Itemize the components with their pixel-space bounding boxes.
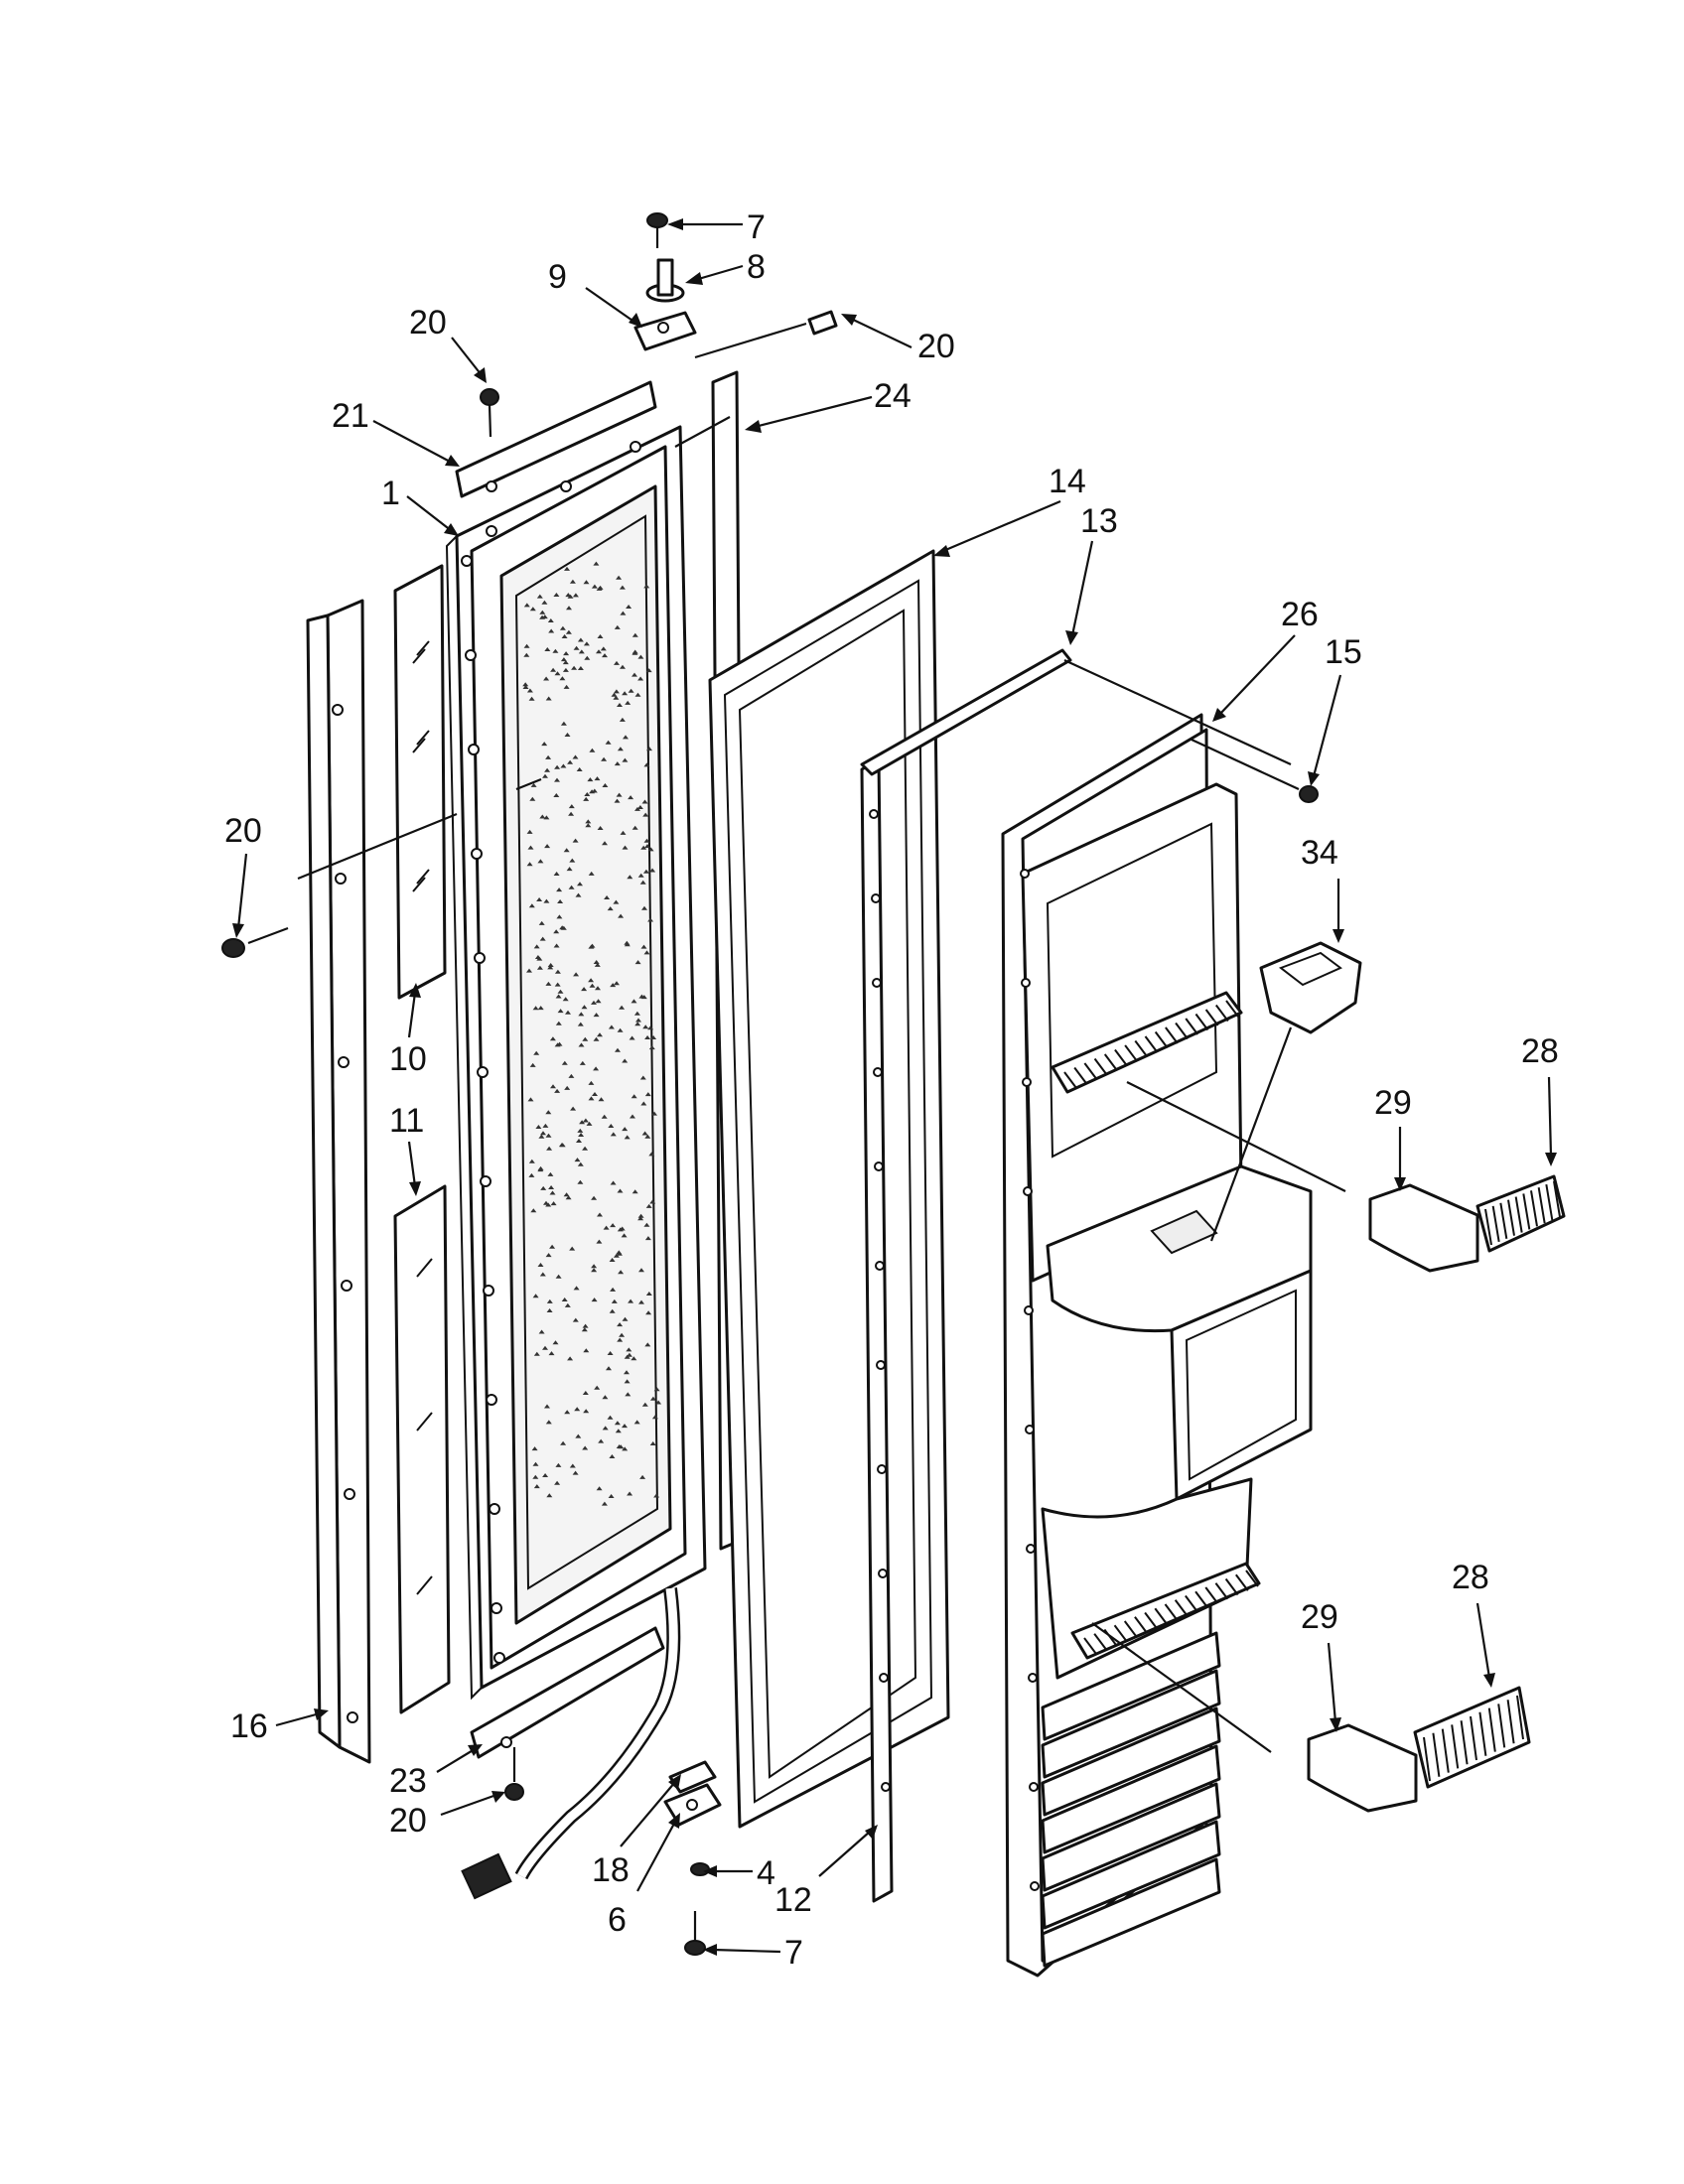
svg-text:16: 16 [230,1707,268,1745]
callout-20-top: 20 [409,304,487,383]
part-4-washer [690,1862,710,1876]
svg-text:12: 12 [774,1881,812,1919]
part-20-screw-bottom [504,1747,524,1801]
svg-text:6: 6 [608,1901,627,1939]
part-20-screw-right [694,310,838,359]
part-11-glass-panel [393,1184,451,1714]
svg-text:13: 13 [1080,502,1118,540]
svg-text:7: 7 [784,1934,803,1972]
svg-text:23: 23 [389,1762,427,1800]
callout-12: 12 [774,1825,878,1919]
part-29-bin-lower [1091,1622,1418,1813]
callout-16: 16 [230,1707,329,1745]
svg-text:24: 24 [874,377,912,415]
callout-21: 21 [332,397,460,467]
rail-ribs-lower [1423,1695,1524,1782]
svg-text:9: 9 [548,258,567,296]
part-1-door-frame [445,425,707,1701]
part-7-bottom-screw [684,1911,706,1956]
callout-26: 26 [1212,596,1319,722]
liner-bottom-panels [1041,1631,1221,1968]
svg-text:4: 4 [757,1854,775,1892]
callout-7-bottom: 7 [703,1934,803,1972]
insulation-texture [522,561,662,1506]
callout-11: 11 [389,1102,424,1196]
part-16-side-panel [306,599,371,1764]
part-20-screw-left [221,926,289,958]
callout-6: 6 [608,1813,680,1939]
part-21-top-trim [455,380,657,498]
callout-8: 8 [685,248,766,286]
callout-1: 1 [381,475,459,536]
callout-20-right: 20 [841,314,955,365]
upper-shelf-ribs [1063,1000,1239,1089]
callout-14: 14 [933,463,1086,557]
callout-29-lower: 29 [1301,1598,1341,1732]
part-13-liner-top [860,648,1072,776]
callout-29-upper: 29 [1374,1084,1412,1191]
part-34-dispenser-cup [1209,941,1362,1242]
svg-text:11: 11 [389,1102,424,1140]
svg-text:1: 1 [381,475,400,512]
part-28-bin-rail-lower [1413,1686,1531,1789]
leader-1-mid [515,777,542,791]
part-9-hinge-bracket [633,311,697,351]
part-7-top-screw [646,212,668,248]
leader-24 [674,416,731,448]
svg-text:29: 29 [1301,1598,1338,1636]
callout-9: 9 [548,258,642,328]
part-29-bin-upper [1126,1081,1479,1273]
callout-20-left: 20 [224,812,262,938]
svg-text:20: 20 [389,1802,427,1840]
callout-15: 15 [1308,633,1362,786]
callout-28-upper: 28 [1521,1032,1559,1166]
part-10-glass-panel [393,564,447,1000]
part-20-screw-top [480,388,499,438]
svg-text:15: 15 [1325,633,1362,671]
callout-34: 34 [1301,834,1344,943]
svg-text:26: 26 [1281,596,1319,633]
svg-text:10: 10 [389,1040,427,1078]
part-8-hinge-pin [645,258,685,303]
svg-text:20: 20 [224,812,262,850]
callout-7-top: 7 [667,208,766,246]
callout-10: 10 [389,983,427,1078]
svg-text:14: 14 [1049,463,1086,500]
svg-text:7: 7 [747,208,766,246]
part-15-screw [1191,739,1319,803]
callout-4: 4 [703,1854,775,1892]
wire-harness [461,1587,681,1900]
svg-text:18: 18 [592,1851,630,1889]
door-liner [1001,713,1313,1978]
leader-20-left [297,812,458,881]
svg-text:29: 29 [1374,1084,1412,1122]
callout-28-lower: 28 [1452,1559,1495,1688]
rail-ribs-upper [1484,1180,1561,1246]
lower-shelf-ribs [1083,1570,1259,1655]
callout-23: 23 [389,1744,483,1800]
svg-text:28: 28 [1452,1559,1489,1596]
svg-text:8: 8 [747,248,766,286]
callout-13: 13 [1065,502,1118,645]
callout-20-bottom: 20 [389,1791,505,1840]
callout-24: 24 [745,377,912,433]
part-28-bin-rail-upper [1475,1174,1566,1253]
svg-text:28: 28 [1521,1032,1559,1070]
svg-text:34: 34 [1301,834,1338,872]
svg-text:20: 20 [917,328,955,365]
svg-text:21: 21 [332,397,369,435]
callout-18: 18 [592,1774,681,1889]
svg-text:20: 20 [409,304,447,341]
part-26-liner-cap [1063,659,1292,765]
